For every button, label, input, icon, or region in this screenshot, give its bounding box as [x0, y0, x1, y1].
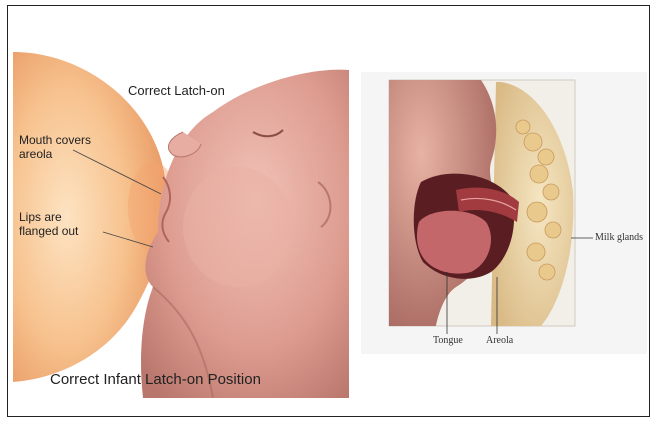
- label-tongue: Tongue: [433, 335, 463, 346]
- label-milk-glands: Milk glands: [595, 232, 643, 243]
- anatomy-illustration: Milk glands Tongue Areola: [361, 72, 647, 354]
- label-mouth-covers-areola: Mouth covers areola: [19, 133, 91, 161]
- label-lips-flanged: Lips are flanged out: [19, 210, 78, 238]
- baby-cheek: [183, 167, 293, 287]
- anatomy-illustration-graphic: [361, 72, 647, 354]
- figure-caption: Correct Infant Latch-on Position: [50, 371, 261, 388]
- latch-illustration: Correct Latch-on Mouth covers areola Lip…: [13, 22, 349, 398]
- label-areola: Areola: [486, 335, 513, 346]
- title-correct-latch-on: Correct Latch-on: [128, 84, 225, 98]
